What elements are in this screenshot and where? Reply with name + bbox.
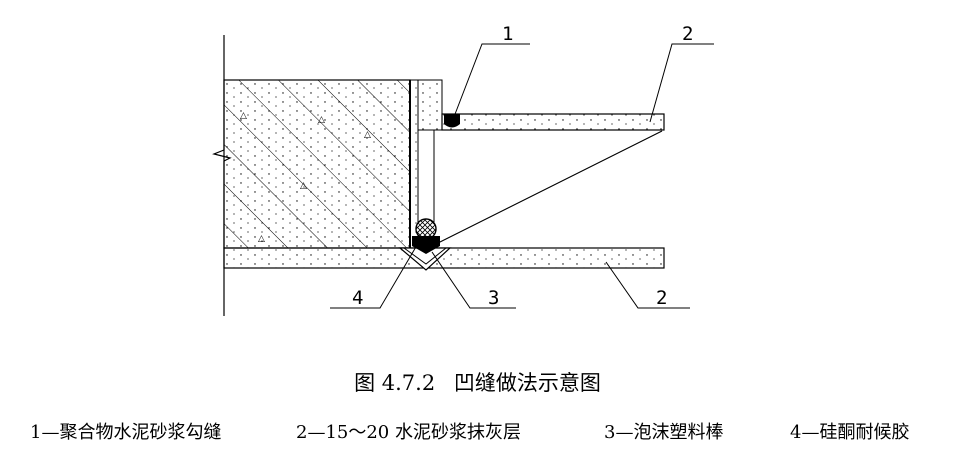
joint-gap-lines	[417, 130, 435, 222]
vertical-plaster-layer	[409, 79, 419, 249]
upper-plaster-layer	[441, 113, 665, 131]
legend-item-4: 4—硅酮耐候胶	[790, 422, 910, 443]
figure-title: 凹缝做法示意图	[453, 371, 601, 395]
callout-2-bottom: 2	[656, 287, 667, 309]
diagonal-line	[433, 130, 663, 246]
callout-4: 4	[352, 287, 363, 309]
callout-3: 3	[488, 287, 499, 309]
silicone-sealant	[412, 236, 440, 254]
upper-plaster-block	[417, 79, 443, 131]
lower-plaster-layer	[223, 247, 665, 271]
concave-joint-diagram: △ △ △ △ △	[212, 23, 714, 316]
callout-1: 1	[502, 23, 513, 45]
figure-caption: 图 4.7.2 凹缝做法示意图	[0, 367, 955, 397]
leader-lines	[330, 43, 714, 309]
legend-item-1: 1—聚合物水泥砂浆勾缝	[30, 422, 222, 443]
svg-text:△: △	[318, 115, 325, 125]
svg-text:△: △	[300, 181, 307, 191]
svg-text:△: △	[240, 111, 247, 121]
legend-item-2: 2—15～20 水泥砂浆抹灰层	[296, 422, 521, 443]
figure-number: 图 4.7.2	[354, 371, 436, 395]
svg-text:△: △	[258, 234, 265, 244]
concrete-wall-section: △ △ △ △ △	[223, 79, 411, 249]
legend-item-3: 3—泡沫塑料棒	[604, 422, 724, 443]
callout-2-top: 2	[682, 23, 693, 45]
svg-text:△: △	[364, 130, 371, 140]
